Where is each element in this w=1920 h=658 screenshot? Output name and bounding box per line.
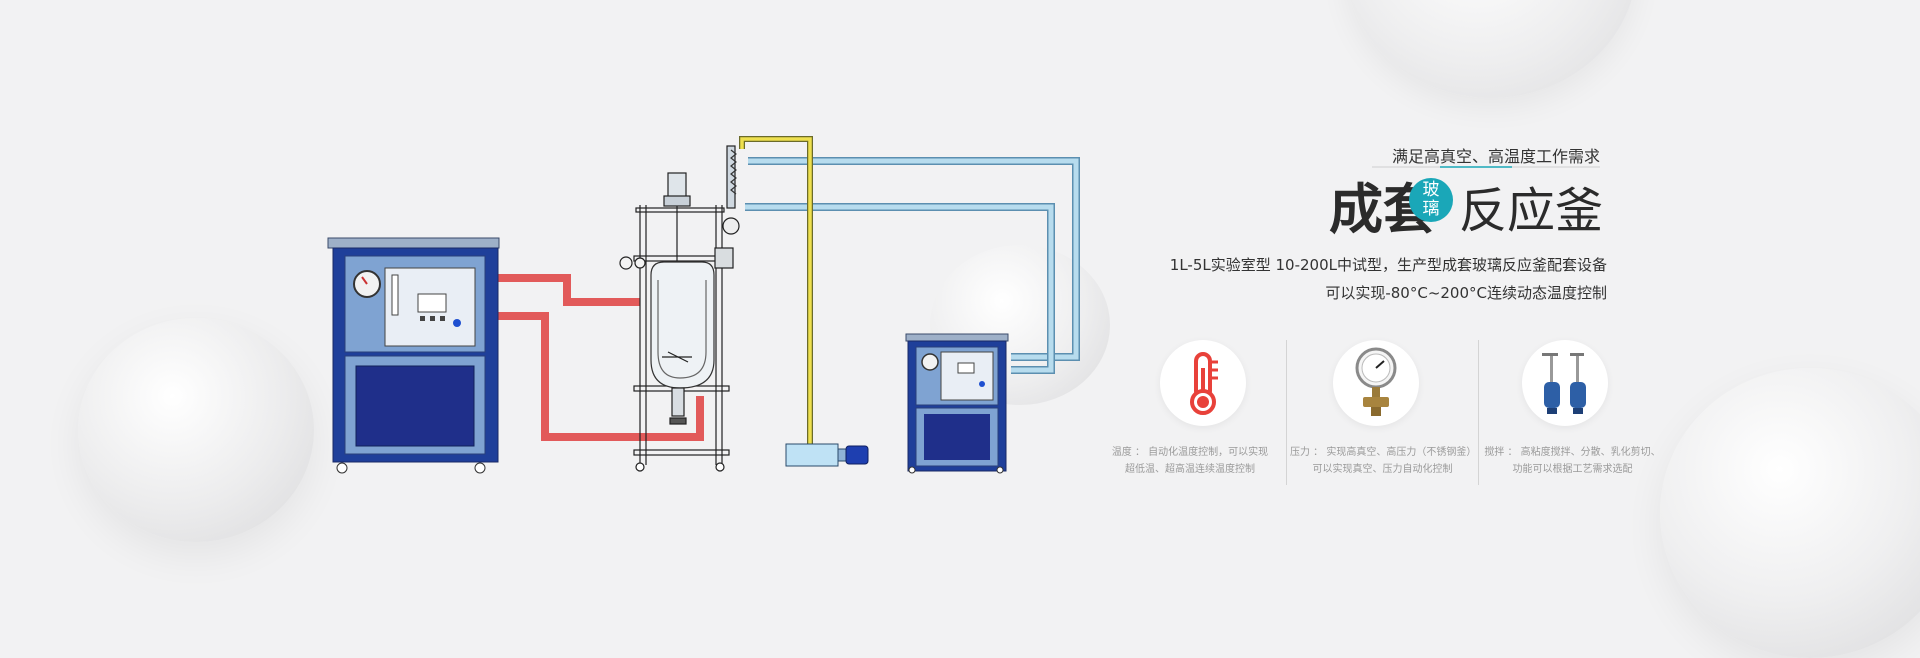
background-sphere — [78, 318, 314, 542]
feature-line: 超低温、超高温连续温度控制 — [1125, 464, 1255, 475]
feature-line: 可以实现真空、压力自动化控制 — [1312, 464, 1453, 475]
pressure-gauge-icon — [1333, 340, 1419, 426]
feature-temperature: 温度 ： 自动化温度控制，可以实现 超低温、超高温连续温度控制 — [1100, 444, 1280, 478]
feature-line: 压力 ： 实现高真空、高压力（不锈钢釜） — [1290, 447, 1477, 458]
subtitle: 满足高真空、高温度工作需求 — [1391, 147, 1600, 166]
glass-reactor — [619, 145, 740, 472]
page-title: 成套 玻 璃 反应釜 — [1285, 178, 1605, 242]
vacuum-pump — [785, 443, 869, 467]
feature-line: 搅拌 ： 高粘度搅拌、分散、乳化剪切、 — [1484, 447, 1661, 458]
reactor-system-diagram — [327, 136, 1080, 474]
description-line: 1L-5L实验室型 10-200L中试型，生产型成套玻璃反应釜配套设备 — [1169, 256, 1607, 274]
description-line: 可以实现-80°C~200°C连续动态温度控制 — [1325, 284, 1607, 302]
badge-top: 玻 — [1422, 180, 1440, 200]
divider — [1478, 340, 1479, 485]
vacuum-pipe — [739, 136, 813, 445]
thermometer-icon — [1160, 340, 1246, 426]
feature-line: 功能可以根据工艺需求选配 — [1512, 464, 1633, 475]
circulator-unit-small — [905, 333, 1009, 474]
subtitle-underline — [1372, 166, 1600, 168]
hot-pipe — [497, 274, 704, 441]
circulator-unit-large — [327, 237, 500, 474]
divider — [1286, 340, 1287, 485]
feature-pressure: 压力 ： 实现高真空、高压力（不锈钢釜） 可以实现真空、压力自动化控制 — [1290, 444, 1477, 478]
cold-pipe — [745, 157, 1080, 374]
feature-stirring: 搅拌 ： 高粘度搅拌、分散、乳化剪切、 功能可以根据工艺需求选配 — [1480, 444, 1665, 478]
stirrer-icon — [1522, 340, 1608, 426]
badge-bottom: 璃 — [1422, 199, 1440, 219]
title-right: 反应釜 — [1459, 183, 1604, 239]
feature-line: 温度 ： 自动化温度控制，可以实现 — [1111, 447, 1269, 458]
background-sphere — [1660, 368, 1920, 658]
glass-badge: 玻 璃 — [1409, 178, 1453, 222]
